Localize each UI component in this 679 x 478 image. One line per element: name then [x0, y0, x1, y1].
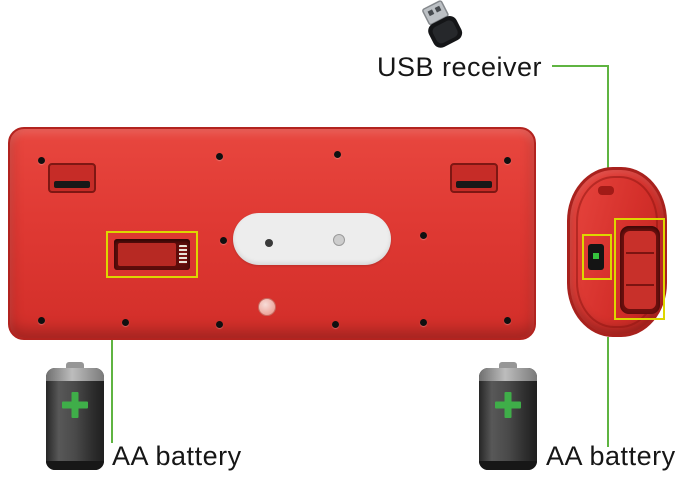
callout-line-usb-to-mouse	[607, 65, 609, 232]
callout-line-usb-horizontal	[552, 65, 609, 67]
battery-top-cap	[46, 368, 104, 381]
usb-receiver-icon	[402, 0, 482, 58]
battery-positive-terminal	[499, 362, 517, 369]
aa-battery-icon-left	[46, 362, 104, 470]
mouse-switch-highlight-box	[582, 234, 612, 280]
keyboard-foot-left	[48, 163, 96, 193]
screw-dot	[334, 151, 341, 158]
keyboard-foot-right	[450, 163, 498, 193]
screw-dot	[216, 153, 223, 160]
screw-dot	[38, 157, 45, 164]
callout-line-keyboard-to-battery	[111, 277, 113, 443]
battery-top-cap	[479, 368, 537, 381]
battery-body	[479, 368, 537, 470]
screw-dot	[332, 321, 339, 328]
battery-body	[46, 368, 104, 470]
power-indicator-dot	[593, 253, 599, 259]
keyboard-battery-highlight-box	[106, 231, 198, 278]
battery-plus-icon	[62, 392, 88, 418]
screw-dot	[504, 317, 511, 324]
battery-cover-seam	[626, 284, 654, 286]
callout-line-mouse-to-battery	[607, 337, 609, 447]
screw-dot	[220, 237, 227, 244]
screw-dot	[38, 317, 45, 324]
screw-dot	[420, 319, 427, 326]
aa-battery-label-right: AA battery	[546, 441, 676, 471]
aa-battery-label-left: AA battery	[112, 441, 242, 471]
screw-dot	[216, 321, 223, 328]
battery-cover-marks	[179, 245, 187, 264]
mouse-power-switch	[588, 244, 604, 270]
mouse-sensor-notch	[598, 186, 614, 195]
aa-battery-icon-right	[479, 362, 537, 470]
battery-positive-terminal	[66, 362, 84, 369]
battery-plus-icon	[495, 392, 521, 418]
keyboard-round-button	[258, 298, 276, 316]
mouse-battery-compartment	[620, 226, 660, 314]
battery-bottom-band	[46, 461, 104, 470]
screw-dot	[504, 157, 511, 164]
battery-bottom-band	[479, 461, 537, 470]
screw-dot	[122, 319, 129, 326]
oval-hole-right	[333, 234, 345, 246]
keyboard-label-oval	[233, 213, 391, 265]
oval-hole-left	[265, 239, 273, 247]
mouse-battery-highlight-box	[614, 218, 665, 320]
keyboard-battery-compartment	[114, 239, 190, 270]
keyboard-underside	[8, 127, 536, 340]
screw-dot	[420, 232, 427, 239]
usb-receiver-label: USB receiver	[377, 52, 543, 82]
battery-cover-seam	[626, 252, 654, 254]
mouse-underside	[567, 167, 667, 337]
